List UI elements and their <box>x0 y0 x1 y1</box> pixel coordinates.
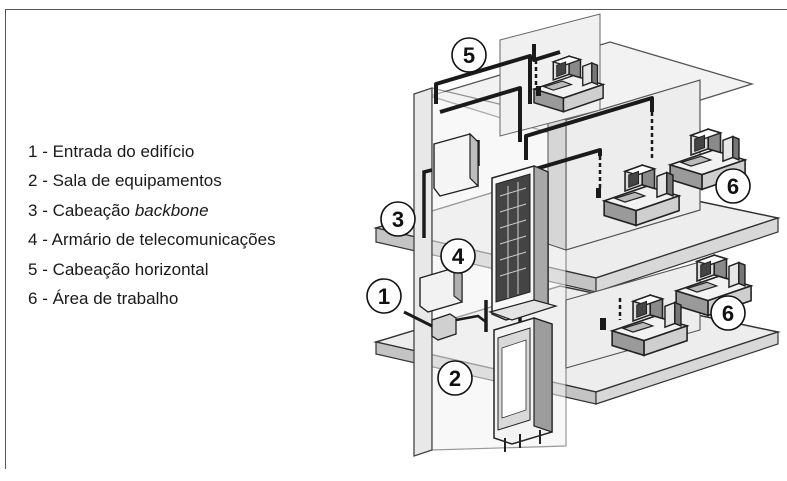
legend-item-5: 5 - Cabeação horizontal <box>28 259 209 279</box>
frame-top-border <box>5 9 787 10</box>
svg-text:5: 5 <box>463 43 475 68</box>
dashed-drops <box>534 60 654 320</box>
callout-1: 1 <box>366 278 402 314</box>
core-wall-left <box>413 87 433 457</box>
legend-item-2: 2 - Sala de equipamentos <box>28 171 222 191</box>
svg-text:1: 1 <box>378 284 390 309</box>
svg-text:3: 3 <box>392 207 404 232</box>
callout-2: 2 <box>437 360 473 396</box>
svg-text:6: 6 <box>722 301 734 326</box>
legend-item-3: 3 - Cabeação backbone <box>28 200 209 220</box>
upper-floor-slab-side <box>595 217 779 293</box>
telecom-closet-rack <box>488 165 559 321</box>
horizontal-cabling <box>434 44 654 172</box>
equipment-room-rack <box>493 317 553 452</box>
callout-5: 5 <box>451 37 487 73</box>
svg-text:4: 4 <box>452 244 465 269</box>
legend-item-6: 6 - Área de trabalho <box>28 289 179 309</box>
lower-floor-slab-side <box>595 331 779 405</box>
legend-item-4: 4 - Armário de telecomunicações <box>28 230 276 250</box>
callout-6-upper: 6 <box>715 168 751 204</box>
legend-item-1: 1 - Entrada do edifício <box>28 142 195 161</box>
upper-back-wall <box>547 113 567 251</box>
frame-left-border <box>5 9 6 469</box>
chair-marks <box>536 86 606 330</box>
svg-text:2: 2 <box>449 366 461 391</box>
building-entrance-box <box>403 266 488 341</box>
callout-3: 3 <box>380 201 416 237</box>
legend: 1 - Entrada do edifício 2 - Sala de equi… <box>28 137 276 313</box>
callout-6-lower: 6 <box>710 295 746 331</box>
svg-text:6: 6 <box>727 174 739 199</box>
wall-cabinet-box <box>433 132 479 197</box>
callout-4: 4 <box>440 238 476 274</box>
